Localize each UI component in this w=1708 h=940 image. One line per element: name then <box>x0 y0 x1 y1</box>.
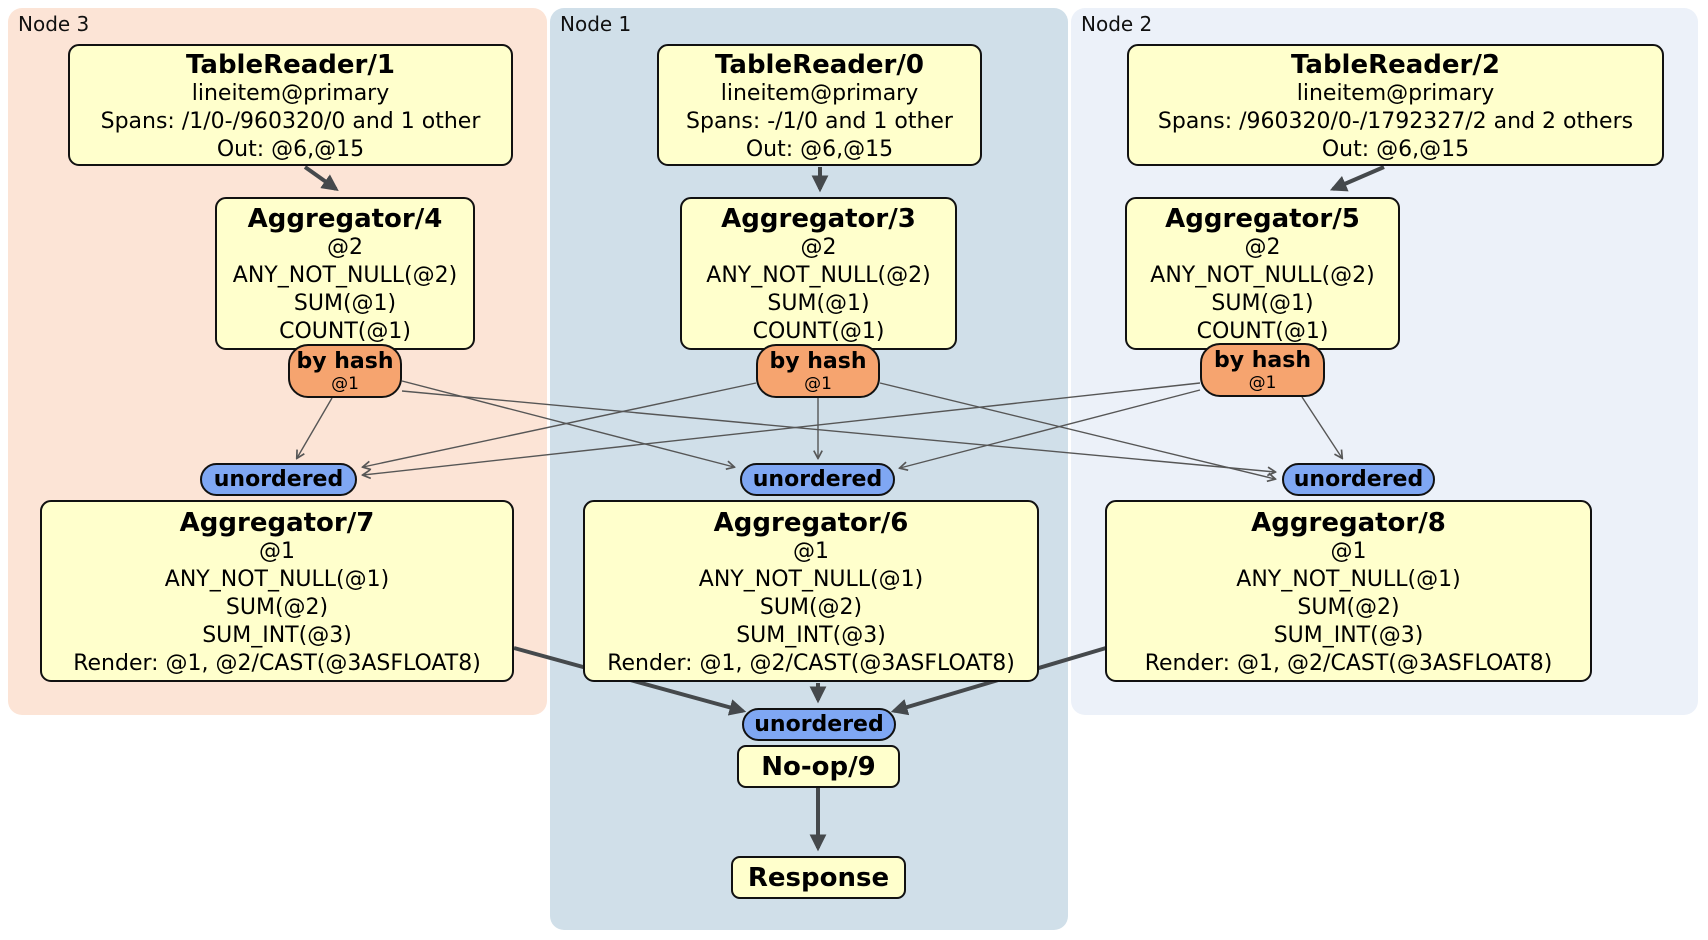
tablereader-1-index: lineitem@primary <box>191 80 390 106</box>
router-by-hash-node3-label: by hash <box>296 348 394 374</box>
tablereader-2-spans: Spans: /960320/0-/1792327/2 and 2 others <box>1157 108 1634 134</box>
sync-unordered-noop: unordered <box>742 708 896 741</box>
router-by-hash-node2: by hash @1 <box>1200 343 1325 397</box>
edge-byhash4-unordered7 <box>297 397 333 458</box>
processor-aggregator-5: Aggregator/5 @2 ANY_NOT_NULL(@2) SUM(@1)… <box>1125 197 1400 350</box>
router-by-hash-node1: by hash @1 <box>756 344 880 398</box>
aggregator-6-line: ANY_NOT_NULL(@1) <box>698 566 924 592</box>
aggregator-6-line: SUM(@2) <box>759 594 863 620</box>
edge-byhash4-unordered8 <box>401 390 1275 472</box>
aggregator-5-line: ANY_NOT_NULL(@2) <box>1150 263 1375 288</box>
aggregator-7-render: Render: @1, @2/CAST(@3ASFLOAT8) <box>73 650 481 676</box>
aggregator-8-line: SUM_INT(@3) <box>1273 622 1424 648</box>
tablereader-0-index: lineitem@primary <box>720 80 919 106</box>
sync-unordered-aggregator8: unordered <box>1282 463 1435 496</box>
edge-byhash3-unordered8 <box>879 382 1275 479</box>
tablereader-2-title: TableReader/2 <box>1291 49 1500 80</box>
tablereader-1-spans: Spans: /1/0-/960320/0 and 1 other <box>100 108 481 134</box>
node1-label: Node 1 <box>560 12 632 36</box>
aggregator-8-title: Aggregator/8 <box>1251 507 1446 538</box>
aggregator-8-render: Render: @1, @2/CAST(@3ASFLOAT8) <box>1144 650 1553 676</box>
processor-aggregator-3: Aggregator/3 @2 ANY_NOT_NULL(@2) SUM(@1)… <box>680 197 957 350</box>
aggregator-4-title: Aggregator/4 <box>247 204 443 234</box>
aggregator-3-title: Aggregator/3 <box>721 204 916 234</box>
aggregator-5-title: Aggregator/5 <box>1165 204 1360 234</box>
aggregator-3-line: SUM(@1) <box>767 291 870 316</box>
router-by-hash-node2-key: @1 <box>1248 372 1277 393</box>
aggregator-6-render: Render: @1, @2/CAST(@3ASFLOAT8) <box>607 650 1015 676</box>
aggregator-4-line: SUM(@1) <box>293 291 397 316</box>
edge-tablereader2-aggregator5 <box>1329 165 1385 192</box>
aggregator-6-line: @1 <box>793 538 829 564</box>
node3-label: Node 3 <box>18 12 90 36</box>
router-by-hash-node3-key: @1 <box>331 373 359 394</box>
aggregator-8-line: ANY_NOT_NULL(@1) <box>1236 566 1461 592</box>
processor-tablereader-1: TableReader/1 lineitem@primary Spans: /1… <box>68 44 513 166</box>
tablereader-0-out: Out: @6,@15 <box>745 136 894 162</box>
router-by-hash-node2-label: by hash <box>1213 347 1311 373</box>
aggregator-8-line: @1 <box>1330 538 1367 564</box>
tablereader-2-index: lineitem@primary <box>1296 80 1495 106</box>
tablereader-1-out: Out: @6,@15 <box>216 136 365 162</box>
edge-byhash3-unordered7 <box>363 382 757 467</box>
aggregator-7-title: Aggregator/7 <box>179 507 375 538</box>
response-box: Response <box>731 856 906 899</box>
router-by-hash-node1-key: @1 <box>804 373 832 394</box>
aggregator-6-title: Aggregator/6 <box>713 507 909 538</box>
aggregator-3-line: @2 <box>800 235 837 260</box>
edge-byhash5-unordered8 <box>1301 396 1342 458</box>
tablereader-0-spans: Spans: -/1/0 and 1 other <box>686 108 953 134</box>
aggregator-4-line: ANY_NOT_NULL(@2) <box>232 263 458 288</box>
tablereader-1-title: TableReader/1 <box>186 49 395 80</box>
aggregator-7-line: SUM(@2) <box>225 594 329 620</box>
aggregator-5-line: COUNT(@1) <box>1196 319 1329 344</box>
edge-byhash4-unordered6 <box>401 380 734 467</box>
aggregator-3-line: ANY_NOT_NULL(@2) <box>706 263 931 288</box>
aggregator-4-line: COUNT(@1) <box>279 319 411 344</box>
processor-aggregator-6: Aggregator/6 @1 ANY_NOT_NULL(@1) SUM(@2)… <box>583 500 1039 682</box>
processor-aggregator-8: Aggregator/8 @1 ANY_NOT_NULL(@1) SUM(@2)… <box>1105 500 1592 682</box>
node2-label: Node 2 <box>1081 12 1153 36</box>
aggregator-7-line: ANY_NOT_NULL(@1) <box>164 566 390 592</box>
aggregator-8-line: SUM(@2) <box>1297 594 1400 620</box>
processor-aggregator-7: Aggregator/7 @1 ANY_NOT_NULL(@1) SUM(@2)… <box>40 500 514 682</box>
router-by-hash-node3: by hash @1 <box>288 344 402 398</box>
edge-tablereader1-aggregator4 <box>303 165 339 191</box>
aggregator-7-line: @1 <box>259 538 295 564</box>
processor-tablereader-0: TableReader/0 lineitem@primary Spans: -/… <box>657 44 982 166</box>
processor-tablereader-2: TableReader/2 lineitem@primary Spans: /9… <box>1127 44 1664 166</box>
sync-unordered-aggregator7: unordered <box>200 463 357 496</box>
router-by-hash-node1-label: by hash <box>769 348 867 374</box>
edge-byhash5-unordered6 <box>900 389 1201 468</box>
aggregator-6-line: SUM_INT(@3) <box>736 622 886 648</box>
aggregator-5-line: SUM(@1) <box>1211 291 1314 316</box>
aggregator-7-line: SUM_INT(@3) <box>202 622 352 648</box>
edge-byhash5-unordered7 <box>363 382 1201 475</box>
aggregator-5-line: @2 <box>1244 235 1281 260</box>
processor-noop: No-op/9 <box>737 745 900 788</box>
aggregator-3-line: COUNT(@1) <box>752 319 885 344</box>
aggregator-4-line: @2 <box>327 235 363 260</box>
tablereader-0-title: TableReader/0 <box>715 49 924 80</box>
sync-unordered-aggregator6: unordered <box>740 463 895 496</box>
processor-aggregator-4: Aggregator/4 @2 ANY_NOT_NULL(@2) SUM(@1)… <box>215 197 475 350</box>
tablereader-2-out: Out: @6,@15 <box>1321 136 1470 162</box>
